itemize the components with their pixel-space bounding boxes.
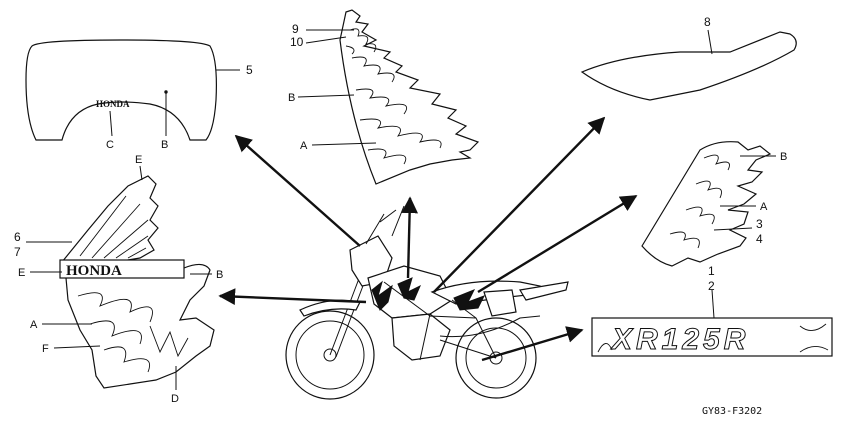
tank-brand-plate	[59, 259, 185, 279]
tank-label-b: B	[216, 269, 223, 281]
seat-part-number: 8	[704, 15, 711, 29]
rear-rim	[465, 327, 527, 389]
tank-decal: HONDA 6 7 E E B A F D	[14, 154, 223, 405]
rear-fender	[519, 281, 569, 301]
side-flame-leader-34	[713, 227, 753, 231]
motorcycle	[285, 205, 569, 400]
swingarm	[439, 339, 497, 359]
side-number-plate	[483, 289, 517, 317]
tank-leader-e-top	[139, 165, 143, 181]
front-flame-part-10: 10	[290, 35, 304, 49]
front-flame-label-b: B	[288, 92, 295, 104]
tank-leader-f	[53, 345, 101, 349]
front-flame-part-9: 9	[292, 22, 299, 36]
model-stripe-pattern	[597, 323, 829, 353]
tank-decal-pattern	[77, 292, 189, 373]
side-flame-label-a: A	[760, 201, 768, 213]
windscreen-dot	[164, 90, 168, 94]
front-flame-decal: 9 10 B A	[288, 9, 480, 185]
arrow-to-tank-decal	[218, 288, 367, 306]
tank-label-f: F	[42, 343, 49, 355]
front-hub	[323, 348, 337, 362]
front-rim	[295, 320, 365, 390]
tank-label-e-top: E	[135, 154, 142, 166]
tank-label-a: A	[30, 319, 38, 331]
side-flame-outline	[641, 141, 772, 267]
front-flame-leader-b	[297, 94, 355, 98]
front-flame-leader-a	[311, 142, 377, 146]
seat-outline	[580, 31, 797, 101]
wing-emblem-feathers	[79, 195, 149, 259]
handlebar	[365, 205, 405, 245]
front-flame-pattern-2	[345, 45, 442, 165]
arrow-to-windscreen	[234, 134, 361, 247]
windscreen-sticker: HONDA C B 5	[25, 39, 253, 151]
tank-label-d: D	[171, 393, 179, 405]
windscreen-leader-c	[109, 110, 113, 137]
tank-part-7: 7	[14, 245, 21, 259]
windscreen-label-c: C	[106, 139, 114, 151]
tank-brand-text: HONDA	[66, 263, 122, 279]
pointer-arrows	[218, 116, 638, 362]
side-flame-pattern	[669, 154, 730, 249]
seat-leader-8	[707, 29, 713, 55]
frame	[383, 281, 497, 361]
tank-label-e-left: E	[18, 267, 25, 279]
model-stripe-outline	[591, 317, 833, 357]
windscreen-brand-text: HONDA	[96, 99, 130, 109]
side-flame-decal: B A 3 4	[641, 141, 787, 267]
tank-part-6: 6	[14, 230, 21, 244]
front-fender	[299, 299, 361, 317]
model-stripe-part-1: 1	[708, 264, 715, 278]
model-stripe: XR125R 1 2	[591, 264, 833, 357]
arrow-to-front-flame	[401, 196, 419, 279]
model-stripe-text: XR125R	[610, 323, 749, 356]
front-flame-outline	[339, 9, 480, 185]
front-flame-pattern-1	[349, 28, 408, 115]
side-flame-part-3: 3	[756, 217, 763, 231]
tank-flame-dark-1	[371, 280, 393, 311]
tank-decal-body	[65, 263, 215, 389]
front-flame-leader-10	[305, 36, 347, 44]
diagram-code: GY83-F3202	[702, 406, 762, 417]
seat-sticker: 8	[580, 15, 797, 101]
windscreen-part-number: 5	[246, 63, 253, 77]
side-panel-dark	[453, 289, 486, 311]
front-flame-label-a: A	[300, 140, 308, 152]
windscreen-outline	[25, 39, 217, 141]
arrow-to-side-flame	[477, 194, 638, 294]
exhaust	[439, 315, 541, 338]
model-stripe-part-2: 2	[708, 279, 715, 293]
windscreen-label-b: B	[161, 139, 168, 151]
model-stripe-leader	[711, 289, 715, 319]
side-flame-label-b: B	[780, 151, 787, 163]
arrow-to-seat	[433, 116, 606, 293]
tank-flame-dark-2	[397, 277, 421, 301]
arrow-to-model-stripe	[481, 326, 584, 362]
side-flame-part-4: 4	[756, 232, 763, 246]
